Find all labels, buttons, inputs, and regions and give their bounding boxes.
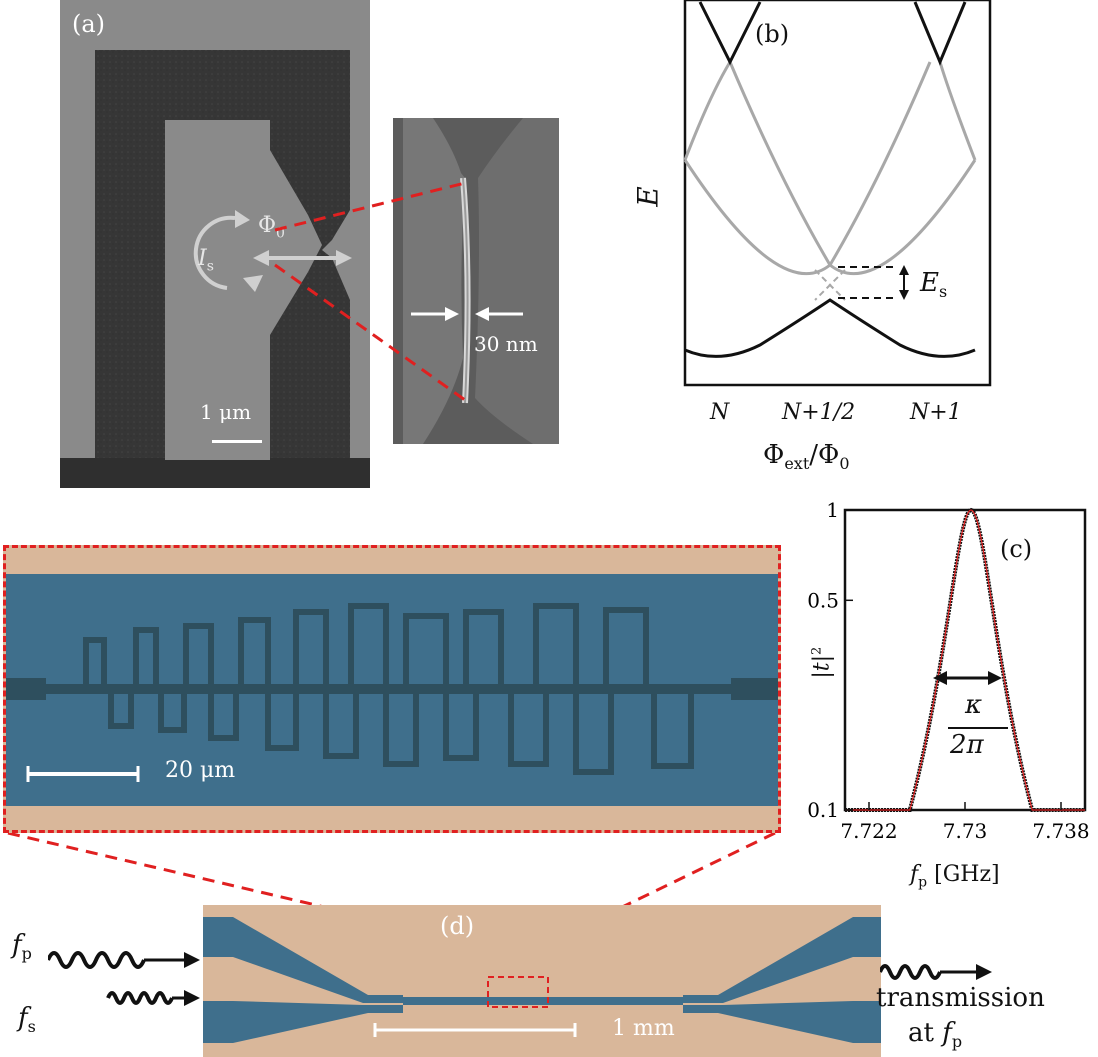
panel-a-scale-bar [212,440,262,443]
inset-nanowire [393,118,559,444]
pump-arrow-head [184,952,200,968]
lorentzian-fit-line [845,509,1085,811]
signal-sub: s [27,1017,36,1037]
output-at-word: at [908,1018,934,1048]
micrograph-frame [3,545,781,833]
inset-width-label: 30 nm [474,332,538,356]
x-tick-label: 7.738 [1032,819,1089,840]
gray-band-left [683,159,831,276]
x-label-f: f [910,862,919,887]
current-arrow-head-top [235,210,250,228]
gray-parabola-c [683,61,732,161]
flux-arrow-left-head [253,250,269,266]
panel-c-label: (c) [1000,535,1033,563]
pump-f: f [12,930,22,960]
x-sep: /Φ [809,440,840,470]
gap-symbol: E [920,268,939,298]
signal-arrow-head [184,990,200,1006]
micrograph-scale-text: 20 μm [165,758,236,783]
black-ground-band [684,298,976,358]
x-label-unit: [GHz] [934,862,1000,887]
gray-parabola-d [938,61,977,161]
panel-a-zoom-lines [274,181,466,402]
current-label: Is [198,246,214,274]
kappa-numerator: κ [965,690,983,720]
signal-wave-icon [106,991,174,1005]
x-phi: Φ [763,440,785,470]
kappa-arrow-left [933,671,947,685]
panel-b-label: (b) [755,20,790,48]
panel-c-frame [843,508,1087,812]
current-symbol: I [198,246,207,271]
resonance-curve-layer: 0.1 0.5 1 7.722 7.73 7.738 [807,500,1089,840]
output-f-sub: p [951,1032,963,1052]
panel-c-x-label: fp [GHz] [910,862,1000,890]
x-tick-label: 7.73 [943,819,988,840]
gap-arrow-down [899,290,909,300]
gray-dashed-crossing [814,269,846,301]
kappa-arrow-right [988,671,1002,685]
panel-b-plot [683,0,992,387]
panel-d-input-waves [48,951,200,1006]
panel-c-plot: 0.1 0.5 1 7.722 7.73 7.738 [807,500,1089,840]
y-tick-label: 1 [826,500,839,522]
measured-data-points [845,507,1085,812]
input-pump-label: fp [12,930,32,963]
panel-b-y-label: E [631,186,665,207]
gray-parabola-b [828,61,932,266]
signal-f: f [18,1003,28,1033]
gray-band-right [829,159,977,276]
micrograph-image [6,548,778,830]
panel-a-scale-text: 1 μm [200,400,252,424]
output-transmission-text: transmission [876,983,1045,1013]
panel-a-sem-image [60,0,370,488]
current-arrow-head-bottom [243,275,263,292]
black-upper-right [913,1,967,66]
x-label-sub: p [918,874,928,891]
y-label-abs: |t| [809,654,835,679]
y-tick-label: 0.1 [807,798,839,822]
input-signal-label: fs [18,1003,36,1036]
pump-sub: p [21,944,32,964]
gap-arrow-up [899,265,909,275]
flux-arrow-right-head [336,250,352,266]
kappa-denominator: 2π [950,730,984,760]
panel-b-tick-n: N [710,400,730,425]
sem-structure [60,0,370,488]
output-f: f [942,1018,952,1048]
y-label-sup: 2 [809,646,825,655]
chip-layout [203,905,881,1057]
panel-a-inset-image [393,118,559,444]
flux-symbol: Φ [258,213,277,238]
panel-d-chip-image [203,905,881,1057]
panel-d-output-wave [880,964,992,980]
output-at-line: at fp [908,1018,962,1051]
panel-b-gap-label: Es [920,268,947,301]
panel-a-label: (a) [72,10,106,38]
panel-a-annotations [193,210,352,292]
panel-b-tick-n-plus-one: N+1 [910,400,962,425]
current-subscript: s [206,258,214,275]
panel-d-label: (d) [440,912,475,940]
pump-wave-icon [48,951,146,969]
x-zero-sub: 0 [839,454,850,474]
y-tick-label: 0.5 [807,588,839,612]
output-wave-icon [880,964,942,980]
x-tick-label: 7.722 [840,819,897,840]
panel-b-frame [683,0,992,387]
x-ext-sub: ext [784,454,810,474]
gray-parabola-a [728,61,832,266]
flux-quantum-label: Φ0 [258,213,285,241]
panel-b-x-label: Φext/Φ0 [763,440,850,473]
output-arrow-head [976,964,992,980]
panel-b-tick-n-half: N+1/2 [782,400,856,425]
gap-subscript: s [938,282,948,302]
panel-c-y-label: |t|2 [809,647,834,679]
black-upper-left [698,1,762,66]
panel-d-scale-text: 1 mm [612,1016,675,1041]
flux-subscript: 0 [276,225,285,242]
circular-current-arrow-arc [193,215,236,290]
